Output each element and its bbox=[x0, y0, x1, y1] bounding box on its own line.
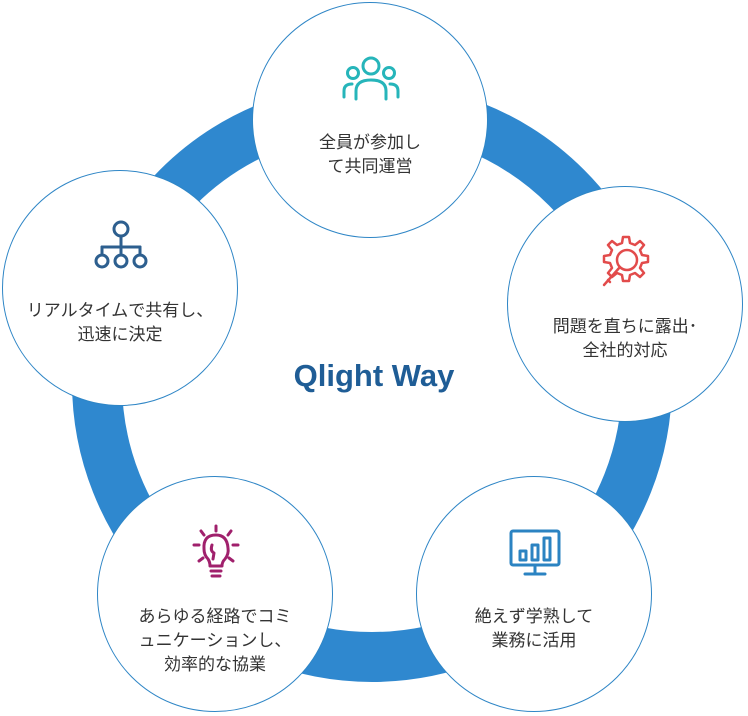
node-label: 問題を直ちに露出･ 全社的対応 bbox=[552, 317, 698, 361]
people-icon bbox=[342, 56, 400, 101]
hierarchy-icon bbox=[94, 220, 148, 269]
monitor-chart-icon bbox=[509, 529, 561, 576]
node-label: あらゆる経路でコミ ュニケーションし、 効率的な協業 bbox=[138, 607, 292, 675]
node-participation: 全員が参加し て共同運営 bbox=[252, 2, 488, 238]
gear-search-icon bbox=[602, 235, 650, 287]
center-title: Qlight Way bbox=[293, 358, 455, 393]
node-label: 絶えず学熟して 業務に活用 bbox=[474, 607, 594, 651]
node-continuous-learning: 絶えず学熟して 業務に活用 bbox=[416, 476, 652, 712]
lightbulb-head-icon bbox=[192, 524, 240, 578]
node-problem-exposure: 問題を直ちに露出･ 全社的対応 bbox=[507, 186, 743, 422]
node-label: リアルタイムで共有し、 迅速に決定 bbox=[26, 301, 214, 345]
node-communication: あらゆる経路でコミ ュニケーションし、 効率的な協業 bbox=[97, 476, 333, 712]
node-realtime-sharing: リアルタイムで共有し、 迅速に決定 bbox=[2, 170, 238, 406]
node-label: 全員が参加し て共同運営 bbox=[319, 133, 421, 177]
